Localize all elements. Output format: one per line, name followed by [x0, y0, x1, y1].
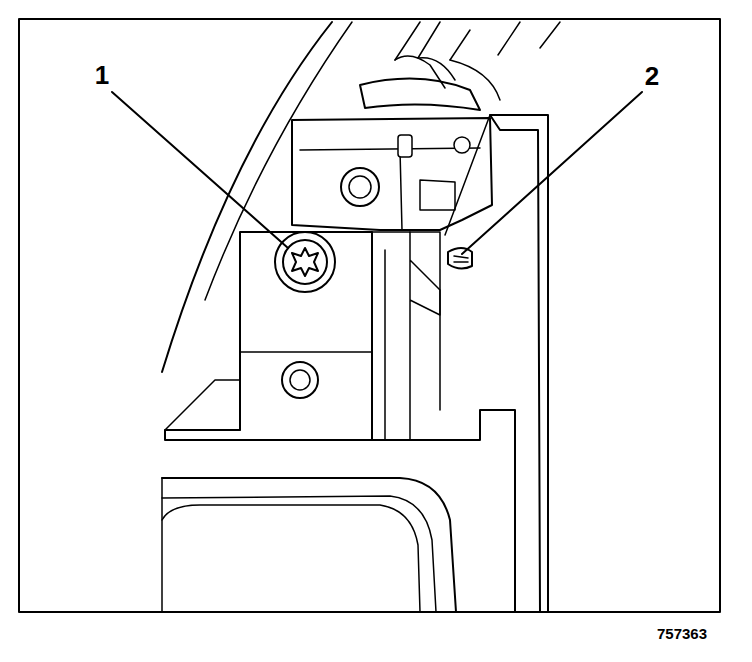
wiring [395, 22, 560, 60]
fastener [275, 232, 335, 292]
callout-number: 1 [95, 62, 109, 88]
pillar [490, 115, 548, 612]
clip [454, 256, 468, 262]
wheel-arch [162, 496, 436, 612]
channel [372, 232, 440, 440]
wheel-arch [162, 505, 420, 612]
panel [165, 232, 372, 440]
bracket-detail [300, 148, 480, 230]
torx-head [292, 248, 318, 276]
harness [395, 56, 500, 100]
bracket [292, 118, 492, 230]
fastener [283, 240, 327, 284]
wheel-arch [162, 478, 456, 612]
frame [19, 19, 720, 612]
channel [410, 115, 490, 410]
wheel-arch [161, 478, 163, 612]
hole [290, 370, 310, 390]
callout-number: 2 [645, 63, 659, 89]
sill [372, 410, 515, 612]
harness [360, 79, 480, 110]
bolt [341, 168, 379, 206]
hole [282, 362, 318, 398]
tab [398, 135, 412, 157]
leader-line [462, 92, 642, 254]
panel-detail [165, 352, 372, 430]
bolt [349, 176, 371, 198]
clip [448, 248, 472, 269]
tab [454, 137, 470, 153]
figure-number: 757363 [657, 626, 707, 641]
leader-line [112, 92, 288, 248]
